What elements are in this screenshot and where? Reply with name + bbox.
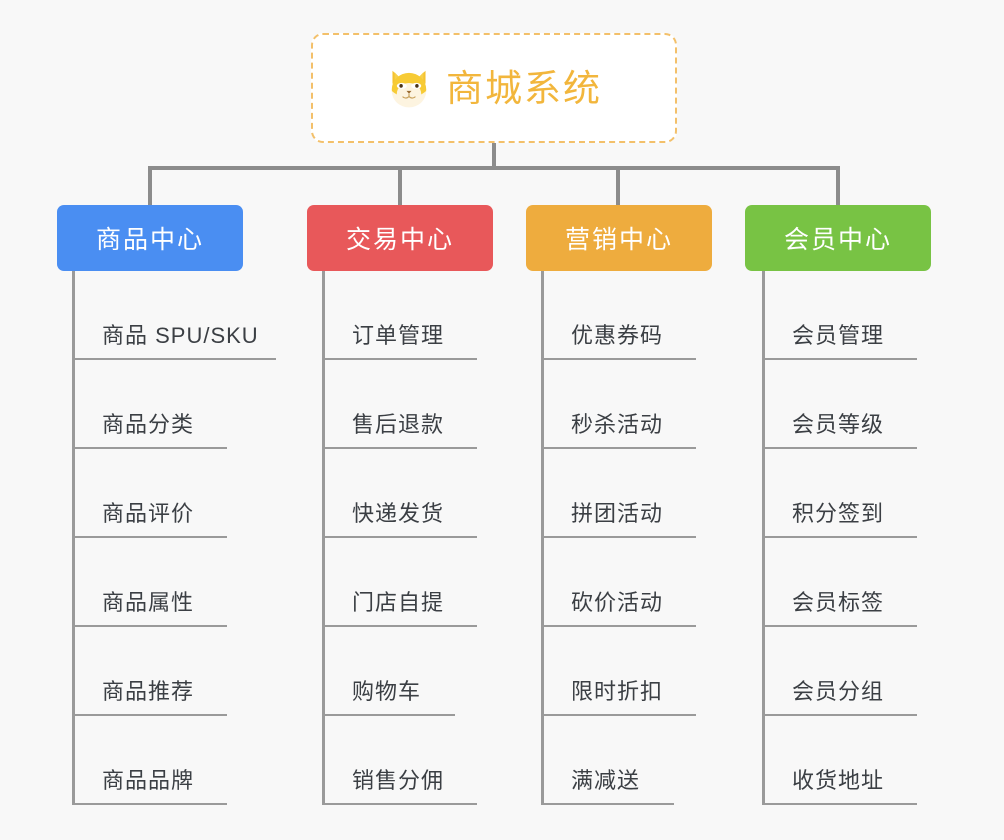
leaf-label: 商品评价 [102, 501, 195, 526]
category-label-3: 营销中心 [564, 226, 673, 254]
leaf-underline [541, 803, 674, 805]
leaf-label: 商品 SPU/SKU [102, 323, 259, 348]
leaf-label: 会员管理 [792, 323, 885, 348]
trunk-line-3 [541, 271, 544, 805]
leaf-underline [322, 625, 477, 627]
leaf-underline [762, 358, 917, 360]
connector-drop-2 [398, 166, 402, 207]
leaf-underline [72, 803, 227, 805]
leaf-underline [541, 536, 696, 538]
leaf-label: 售后退款 [352, 412, 445, 437]
leaf-label: 秒杀活动 [571, 412, 664, 437]
root-node[interactable]: 商城系统 [311, 33, 677, 143]
leaf-underline [322, 358, 477, 360]
leaf-label: 会员分组 [792, 679, 885, 704]
category-box-4[interactable]: 会员中心 [745, 205, 931, 271]
category-label-4: 会员中心 [783, 226, 892, 254]
leaf-label: 满减送 [571, 768, 641, 793]
leaf-underline [762, 447, 917, 449]
leaf-label: 会员标签 [792, 590, 885, 615]
leaf-label: 拼团活动 [571, 501, 664, 526]
root-node-label: 商城系统 [446, 67, 602, 109]
leaf-label: 订单管理 [352, 323, 445, 348]
category-label-1: 商品中心 [95, 226, 204, 254]
leaf-underline [762, 803, 917, 805]
leaf-underline [322, 447, 477, 449]
leaf-label: 会员等级 [792, 412, 885, 437]
connector-horizontal-bar [148, 166, 840, 170]
leaf-underline [541, 625, 696, 627]
leaf-label: 优惠券码 [571, 323, 664, 348]
category-box-1[interactable]: 商品中心 [57, 205, 243, 271]
leaf-underline [322, 536, 477, 538]
leaf-underline [541, 358, 696, 360]
leaf-underline [762, 625, 917, 627]
leaf-label: 商品分类 [102, 412, 195, 437]
connector-drop-1 [148, 166, 152, 207]
leaf-label: 砍价活动 [571, 590, 664, 615]
leaf-underline [541, 714, 696, 716]
leaf-label: 销售分佣 [352, 768, 445, 793]
leaf-label: 收货地址 [792, 768, 885, 793]
connector-drop-4 [836, 166, 840, 207]
leaf-underline [72, 714, 227, 716]
leaf-underline [72, 625, 227, 627]
leaf-underline [541, 447, 696, 449]
category-box-3[interactable]: 营销中心 [526, 205, 712, 271]
trunk-line-1 [72, 271, 75, 805]
leaf-underline [72, 536, 227, 538]
leaf-label: 商品推荐 [102, 679, 195, 704]
leaf-underline [72, 358, 276, 360]
leaf-label: 限时折扣 [571, 679, 664, 704]
shiba-dog-icon [391, 70, 427, 108]
connector-root-stem [492, 143, 496, 170]
trunk-line-4 [762, 271, 765, 805]
connector-drop-3 [616, 166, 620, 207]
leaf-label: 积分签到 [792, 501, 885, 526]
category-label-2: 交易中心 [345, 226, 454, 254]
leaf-underline [322, 714, 455, 716]
leaf-underline [72, 447, 227, 449]
leaf-label: 商品品牌 [102, 768, 195, 793]
leaf-label: 门店自提 [352, 590, 445, 615]
leaf-underline [762, 536, 917, 538]
leaf-underline [762, 714, 917, 716]
leaf-underline [322, 803, 477, 805]
trunk-line-2 [322, 271, 325, 805]
leaf-label: 商品属性 [102, 590, 195, 615]
leaf-label: 快递发货 [352, 501, 445, 526]
leaf-label: 购物车 [352, 679, 422, 704]
category-box-2[interactable]: 交易中心 [307, 205, 493, 271]
